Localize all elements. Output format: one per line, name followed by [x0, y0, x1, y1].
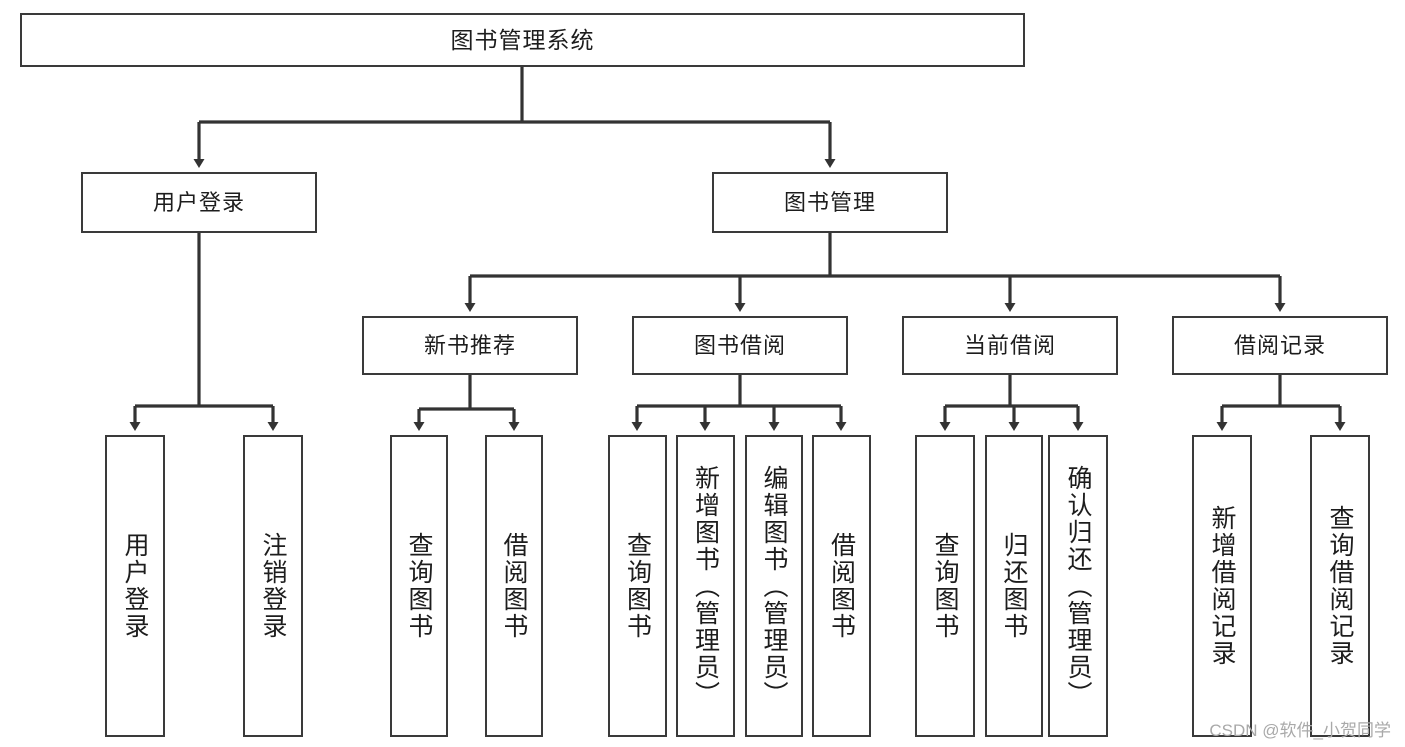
- node-label: 新书推荐: [423, 332, 516, 358]
- node-label: 查询图书: [623, 532, 652, 640]
- node-current-borrow[interactable]: 当前借阅: [902, 316, 1118, 375]
- watermark: CSDN @软件_小贺同学: [1209, 721, 1391, 740]
- leaf-query-record[interactable]: 查询借阅记录: [1310, 435, 1370, 737]
- leaf-user-login[interactable]: 用户登录: [105, 435, 165, 737]
- node-label: 图书管理: [783, 189, 876, 215]
- node-label: 新增借阅记录: [1208, 505, 1236, 667]
- node-label: 借阅图书: [500, 532, 528, 640]
- node-borrow-record[interactable]: 借阅记录: [1172, 316, 1388, 375]
- node-label: 借阅记录: [1233, 332, 1326, 358]
- node-label: 编辑图书（管理员）: [760, 464, 788, 708]
- leaf-borrow-book-2[interactable]: 借阅图书: [812, 435, 871, 737]
- leaf-confirm-return[interactable]: 确认归还（管理员）: [1048, 435, 1108, 737]
- node-label: 图书借阅: [693, 332, 786, 358]
- leaf-edit-book[interactable]: 编辑图书（管理员）: [745, 435, 803, 737]
- node-label: 查询图书: [931, 532, 959, 640]
- leaf-query-book-3[interactable]: 查询图书: [915, 435, 975, 737]
- node-book-borrow[interactable]: 图书借阅: [632, 316, 848, 375]
- leaf-return-book[interactable]: 归还图书: [985, 435, 1043, 737]
- node-label: 归还图书: [1000, 532, 1028, 640]
- leaf-query-book-1[interactable]: 查询图书: [390, 435, 448, 737]
- leaf-borrow-book-1[interactable]: 借阅图书: [485, 435, 543, 737]
- node-label: 当前借阅: [963, 332, 1056, 358]
- node-label: 新增图书（管理员）: [691, 464, 720, 708]
- node-label: 用户登录: [152, 189, 245, 215]
- node-label: 用户登录: [121, 532, 149, 640]
- node-label: 注销登录: [259, 532, 287, 640]
- leaf-query-book-2[interactable]: 查询图书: [608, 435, 667, 737]
- node-label: 确认归还（管理员）: [1064, 464, 1092, 708]
- node-label: 图书管理系统: [450, 26, 595, 53]
- node-book-manage[interactable]: 图书管理: [712, 172, 948, 233]
- leaf-add-book[interactable]: 新增图书（管理员）: [676, 435, 735, 737]
- leaf-user-logout[interactable]: 注销登录: [243, 435, 303, 737]
- leaf-add-record[interactable]: 新增借阅记录: [1192, 435, 1252, 737]
- node-root-system[interactable]: 图书管理系统: [20, 13, 1025, 67]
- node-user-login[interactable]: 用户登录: [81, 172, 317, 233]
- node-label: 借阅图书: [827, 532, 856, 640]
- node-label: 查询借阅记录: [1326, 505, 1354, 667]
- node-label: 查询图书: [405, 532, 433, 640]
- node-new-book-recommend[interactable]: 新书推荐: [362, 316, 578, 375]
